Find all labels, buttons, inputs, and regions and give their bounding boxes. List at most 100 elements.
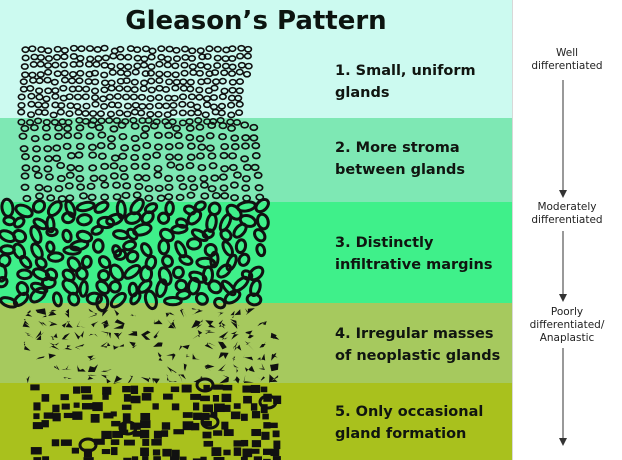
gland	[240, 155, 250, 163]
gland	[205, 132, 215, 140]
small-gland	[107, 84, 116, 92]
gland	[20, 183, 30, 191]
neoplastic-mass	[232, 356, 236, 362]
small-gland	[180, 45, 190, 53]
infiltrative-gland	[254, 197, 270, 214]
tumor-sheet	[210, 411, 218, 418]
tumor-sheet	[221, 421, 229, 430]
small-gland	[228, 63, 237, 71]
gland	[218, 173, 228, 181]
moderately-differentiated-label: Moderately differentiated	[531, 201, 603, 226]
tumor-sheet	[163, 393, 173, 400]
gland	[251, 142, 261, 150]
pattern-3-label: 3. Distinctly infiltrative margins	[335, 235, 493, 273]
small-gland	[187, 109, 196, 117]
neoplastic-mass	[217, 341, 227, 350]
small-gland	[145, 102, 154, 110]
tumor-sheet	[123, 394, 131, 402]
tumor-sheet	[213, 457, 225, 460]
infiltrative-gland	[187, 276, 201, 296]
tumor-sheet	[151, 439, 162, 446]
small-gland	[42, 95, 51, 103]
neoplastic-mass	[26, 375, 32, 384]
gland	[62, 142, 72, 151]
small-gland	[186, 78, 195, 86]
infiltrative-gland	[97, 255, 112, 270]
infiltrative-gland	[255, 243, 267, 258]
gland	[30, 134, 40, 143]
scale-arrowhead-2	[559, 294, 567, 302]
neoplastic-mass	[127, 374, 134, 384]
gland	[88, 151, 98, 159]
tumor-sheet	[83, 457, 94, 460]
small-gland	[179, 84, 188, 92]
gland	[56, 161, 66, 170]
infiltrative-gland	[253, 228, 267, 243]
neoplastic-mass	[101, 320, 110, 329]
infiltrative-gland	[12, 242, 27, 260]
tumor-sheet	[81, 394, 93, 400]
infiltrative-gland	[225, 253, 238, 272]
gland	[31, 165, 41, 173]
gland	[119, 173, 129, 181]
infiltrative-gland	[12, 228, 28, 244]
small-gland	[57, 102, 66, 109]
small-gland	[227, 70, 237, 77]
gland	[199, 181, 209, 189]
infiltrative-gland	[209, 250, 220, 269]
small-gland	[66, 102, 75, 110]
gland	[185, 133, 195, 142]
gland	[211, 191, 221, 200]
infiltrative-gland	[29, 286, 47, 304]
gland	[153, 164, 163, 173]
gland	[89, 174, 99, 182]
small-gland	[96, 110, 105, 118]
small-gland	[85, 45, 95, 52]
small-gland	[202, 95, 212, 102]
gland	[174, 153, 183, 161]
small-gland	[67, 77, 77, 85]
small-gland	[30, 53, 39, 61]
small-gland	[186, 101, 195, 109]
small-gland	[113, 93, 122, 100]
tumor-sheet	[122, 413, 131, 422]
gland	[242, 163, 252, 172]
small-gland	[116, 45, 125, 53]
small-gland	[147, 53, 156, 61]
small-gland	[179, 78, 188, 86]
tumor-sheet	[110, 439, 120, 445]
tumor-sheet	[33, 457, 42, 460]
small-gland	[75, 77, 84, 85]
tumor-sheet	[140, 429, 150, 439]
tumor-sheet	[233, 403, 241, 409]
tumor-sheet	[190, 393, 202, 400]
tumor-sheet	[203, 384, 210, 391]
small-gland	[130, 86, 139, 93]
neoplastic-mass	[256, 376, 265, 382]
tumor-sheet	[130, 395, 141, 404]
small-gland	[147, 86, 156, 94]
small-gland	[217, 109, 226, 117]
tumor-sheet	[83, 448, 93, 458]
tumor-sheet	[123, 457, 132, 460]
gland	[52, 144, 62, 152]
gland	[35, 192, 44, 200]
neoplastic-mass	[191, 308, 203, 315]
small-gland	[36, 54, 46, 61]
neoplastic-mass	[166, 353, 176, 361]
neoplastic-mass	[243, 354, 254, 361]
small-gland	[35, 77, 44, 85]
tumor-sheet	[263, 422, 271, 429]
small-gland	[209, 94, 219, 101]
small-gland	[147, 63, 156, 71]
gland	[100, 193, 110, 201]
infiltrative-gland	[91, 238, 105, 254]
gland	[66, 152, 76, 160]
tumor-sheet	[123, 439, 135, 446]
small-gland	[20, 63, 29, 70]
small-gland	[27, 92, 36, 100]
infiltrative-gland	[93, 200, 110, 214]
small-gland	[235, 87, 244, 95]
infiltrative-gland	[14, 203, 34, 219]
